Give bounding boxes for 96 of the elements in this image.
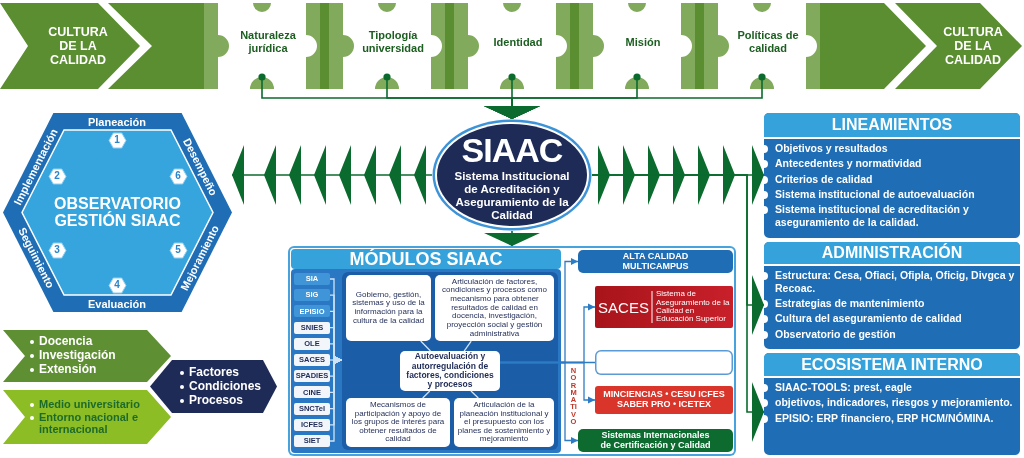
list-item: EPISIO: ERP financiero, ERP HCM/NÓMINA. xyxy=(775,411,995,425)
list-item: Docencia xyxy=(39,335,94,349)
box-text: Articulación de la planeación institucional y el presupuesto con los planes de sostenimiento y mejoramiento xyxy=(457,400,551,445)
text-box xyxy=(346,275,431,341)
ellipse-subtitle: Sistema Institucional de Acreditación y Aseguramiento de la Calidad xyxy=(453,170,571,222)
system-tag xyxy=(294,402,330,415)
puzzle-piece xyxy=(593,3,693,89)
ellipse-title: SIAAC xyxy=(461,133,563,167)
list-item: Sistema institucional de autoevaluación xyxy=(775,187,976,201)
hexagon-badge xyxy=(108,132,126,148)
panel-heading: LINEAMIENTOS xyxy=(764,113,1020,137)
system-tag xyxy=(294,354,330,366)
list-item: SIAAC-TOOLS: prest, eagle xyxy=(775,381,913,394)
step-number: 3 xyxy=(54,245,60,255)
connector-line xyxy=(470,390,479,399)
piece-label: Misión xyxy=(625,35,661,49)
step-number: 1 xyxy=(114,135,120,145)
list-item: Procesos xyxy=(189,393,245,408)
list-item: Cultura del aseguramiento de calidad xyxy=(775,312,963,326)
box-text: Gobierno, gestión, sistemas y uso de la información para la cultura de la calidad xyxy=(351,290,426,326)
panel-heading: ADMINISTRACIÓN xyxy=(764,242,1020,264)
panel-heading: ECOSISTEMA INTERNO xyxy=(764,353,1020,376)
category-box xyxy=(595,286,733,328)
box-text: Mecanismos de participación y apoyo de los grupos de interés para obtener resultados de calidad xyxy=(350,400,446,445)
system-tag xyxy=(294,321,330,334)
puzzle-piece xyxy=(468,3,568,89)
box-text: Autoevaluación y autorregulación de factores, condiciones y procesos xyxy=(405,352,495,390)
arrow xyxy=(329,356,343,442)
list-item: Condiciones xyxy=(189,379,262,394)
connector-line xyxy=(420,340,432,352)
list-item: Objetivos y resultados xyxy=(775,142,889,155)
outlined-box xyxy=(595,350,733,375)
puzzle-piece xyxy=(218,3,318,89)
chevron-panel xyxy=(3,390,171,444)
system-tag xyxy=(294,435,330,447)
piece-label: Naturaleza jurídica xyxy=(239,29,297,55)
arrow xyxy=(484,230,540,247)
step-number: 6 xyxy=(175,171,181,181)
central-ellipse xyxy=(432,119,592,231)
connector-line xyxy=(422,390,431,399)
arrow xyxy=(231,145,433,205)
system-tag xyxy=(294,289,330,302)
category-box xyxy=(595,386,733,414)
step-number: 5 xyxy=(175,245,181,255)
category-box xyxy=(578,429,733,452)
piece-label: Identidad xyxy=(493,35,543,49)
system-tag xyxy=(294,273,330,285)
box-text: Sistema de Aseguramiento de la Calidad en Educación Superior xyxy=(656,290,731,324)
list-item: Sistema institucional de acreditación y aseguramiento de la calidad. xyxy=(775,203,970,229)
panel-heading: MÓDULOS SIAAC xyxy=(291,249,561,269)
list-item: Criterios de calidad xyxy=(775,172,874,186)
list-item: Medio universitario xyxy=(39,398,141,411)
connector-line xyxy=(463,340,472,352)
system-tag xyxy=(294,386,330,399)
info-panel xyxy=(764,113,1020,238)
box-text: Articulación de factores, condiciones y procesos como mecanismo para obtener resultados de calidad en docencia, investigación, proyección social y gestión administrativa xyxy=(441,277,548,339)
hexagon-badge xyxy=(108,277,126,293)
system-tag xyxy=(294,337,330,350)
piece-label: Políticas de calidad xyxy=(736,29,800,55)
chevron-banner xyxy=(895,3,1022,89)
puzzle-piece xyxy=(718,3,818,89)
list-item: Observatorio de gestión xyxy=(775,327,897,341)
module-frame xyxy=(288,246,736,456)
list-item: Investigación xyxy=(39,348,117,363)
list-item: Entorno nacional e internacional xyxy=(39,410,139,436)
arrow xyxy=(484,73,766,120)
list-item: objetivos, indicadores, riesgos y mejoramiento. xyxy=(775,396,1014,410)
system-tag xyxy=(294,418,330,431)
box-text: MINCIENCIAS • CESU ICFES SABER PRO • ICETEX xyxy=(602,390,726,410)
system-tag xyxy=(294,305,330,318)
elongated-hexagon xyxy=(150,360,277,413)
text-box xyxy=(435,275,554,341)
module-panel xyxy=(291,269,561,453)
list-item: Factores xyxy=(189,366,241,380)
info-panel xyxy=(764,242,1020,349)
step-number: 4 xyxy=(114,280,120,290)
banner-text: CULTURA DE LA CALIDAD xyxy=(47,25,109,67)
ring-label: Planeación xyxy=(87,116,147,127)
inner-panel xyxy=(342,272,558,450)
list-item: Extensión xyxy=(39,362,97,377)
puzzle-piece xyxy=(343,3,443,89)
box-acronym: SACES xyxy=(598,299,649,315)
ring-label: Evaluación xyxy=(87,298,147,310)
list-item: Antecedentes y normatividad xyxy=(775,157,923,171)
arrow xyxy=(591,174,765,442)
box-text: Sistemas Internacionales de Certificación y Calidad xyxy=(599,430,712,451)
list-item: Estructura: Cesa, Ofiaci, Ofipla, Oficig, Divgca y Recoac. xyxy=(775,269,1016,295)
hexagon-ring xyxy=(3,113,232,312)
chevron-banner xyxy=(0,3,140,89)
list-item: Estrategias de mantenimiento xyxy=(775,297,926,310)
category-box xyxy=(578,250,733,273)
chevron-panel xyxy=(3,330,171,382)
banner-text: CULTURA DE LA CALIDAD xyxy=(942,25,1004,67)
info-panel xyxy=(764,353,1020,455)
piece-label: Tipología universidad xyxy=(361,29,425,55)
box-text: ALTA CALIDAD MULTICAMPUS xyxy=(621,251,690,272)
